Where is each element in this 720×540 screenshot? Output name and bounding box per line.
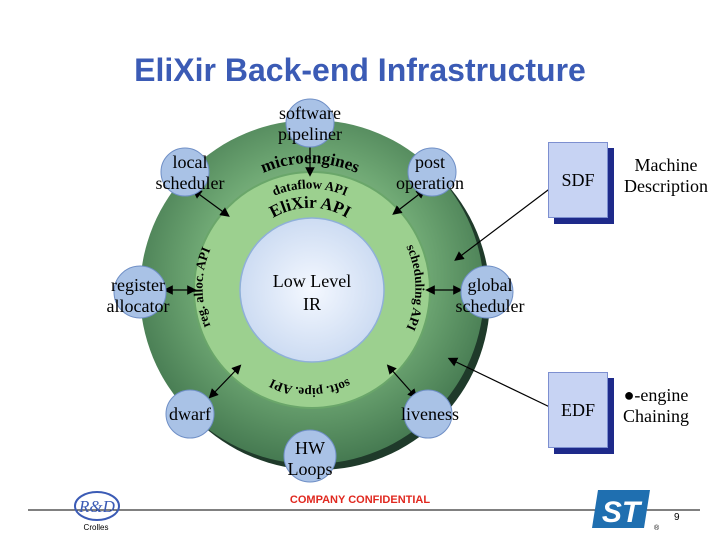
spoke-liveness xyxy=(386,364,418,399)
page-number: 9 xyxy=(674,512,680,523)
node-register-allocator xyxy=(113,265,167,319)
edf-box: EDF xyxy=(548,372,608,448)
node-post-operation xyxy=(407,147,457,197)
liveness-label: liveness xyxy=(401,404,459,424)
arrow-edf xyxy=(447,357,557,411)
arrow-sdf xyxy=(454,183,557,261)
machine-description-note: Machine Description xyxy=(624,155,708,196)
rd-logo: R&D Crolles xyxy=(74,491,120,532)
spoke-post-operation xyxy=(392,189,426,215)
spoke-dwarf xyxy=(208,364,242,399)
node-software-pipeliner xyxy=(285,98,335,148)
node-hw-loops xyxy=(283,429,337,483)
node-global-scheduler xyxy=(460,265,514,319)
svg-text:®: ® xyxy=(654,524,660,532)
svg-text:Crolles: Crolles xyxy=(84,523,109,532)
global-scheduler-label: global scheduler xyxy=(455,275,525,316)
node-local-scheduler xyxy=(160,147,210,197)
reg-alloc-api-label: reg. alloc. API xyxy=(191,245,214,331)
dwarf-label: dwarf xyxy=(169,404,211,424)
sdf-label: SDF xyxy=(561,170,595,190)
post-operation-label: post operation xyxy=(396,152,464,193)
st-logo: ST ® xyxy=(592,490,660,532)
node-dwarf xyxy=(165,389,215,439)
low-level-ir-core xyxy=(239,217,385,363)
edf-label: EDF xyxy=(560,400,595,420)
engine-chaining-note: ●-engine Chaining xyxy=(623,385,689,426)
software-pipeliner-label: software pipeliner xyxy=(278,103,342,144)
svg-text:ST: ST xyxy=(602,496,643,529)
hw-loops-label: HW Loops xyxy=(287,438,333,479)
sdf-box: SDF xyxy=(548,142,608,218)
company-confidential: COMPANY CONFIDENTIAL xyxy=(289,494,431,506)
register-allocator-label: register allocator xyxy=(106,275,170,316)
low-level-ir-label: Low Level IR xyxy=(272,271,352,314)
spoke-local-scheduler xyxy=(192,189,230,217)
local-scheduler-label: local scheduler xyxy=(155,152,225,193)
slide-title: EliXir Back-end Infrastructure xyxy=(134,52,586,88)
svg-text:R&D: R&D xyxy=(78,497,116,516)
node-liveness xyxy=(403,389,453,439)
